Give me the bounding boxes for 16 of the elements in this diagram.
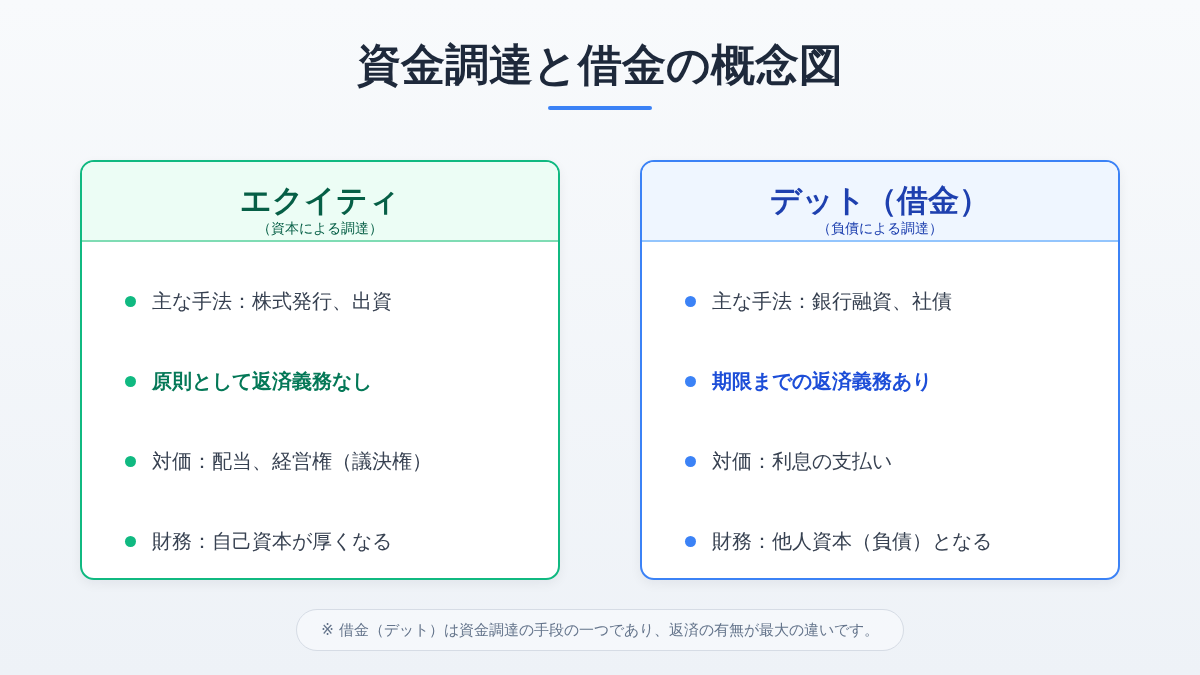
footnote-caption: ※ 借金（デット）は資金調達の手段の一つであり、返済の有無が最大の違いです。 [296,609,904,651]
list-item-text: 財務：他人資本（負債）となる [712,528,992,555]
card-subheading: （負債による調達） [817,219,943,237]
list-item-text: 主な手法：株式発行、出資 [152,288,392,315]
list-item-text: 主な手法：銀行融資、社債 [712,288,952,315]
list-item-text: 財務：自己資本が厚くなる [152,528,392,555]
card-heading: デット（借金） [770,181,990,220]
list-item-text: 原則として返済義務なし [152,368,372,395]
card-heading: エクイティ [240,181,400,220]
title: 資金調達と借金の概念図 [357,39,843,90]
list-item-text: 対価：利息の支払い [712,448,892,475]
card-subheading: （資本による調達） [257,219,383,237]
list-item-text: 期限までの返済義務あり [712,368,932,395]
comparison-card [80,160,560,580]
list-item-text: 対価：配当、経営権（議決権） [152,448,432,475]
comparison-card [640,160,1120,580]
